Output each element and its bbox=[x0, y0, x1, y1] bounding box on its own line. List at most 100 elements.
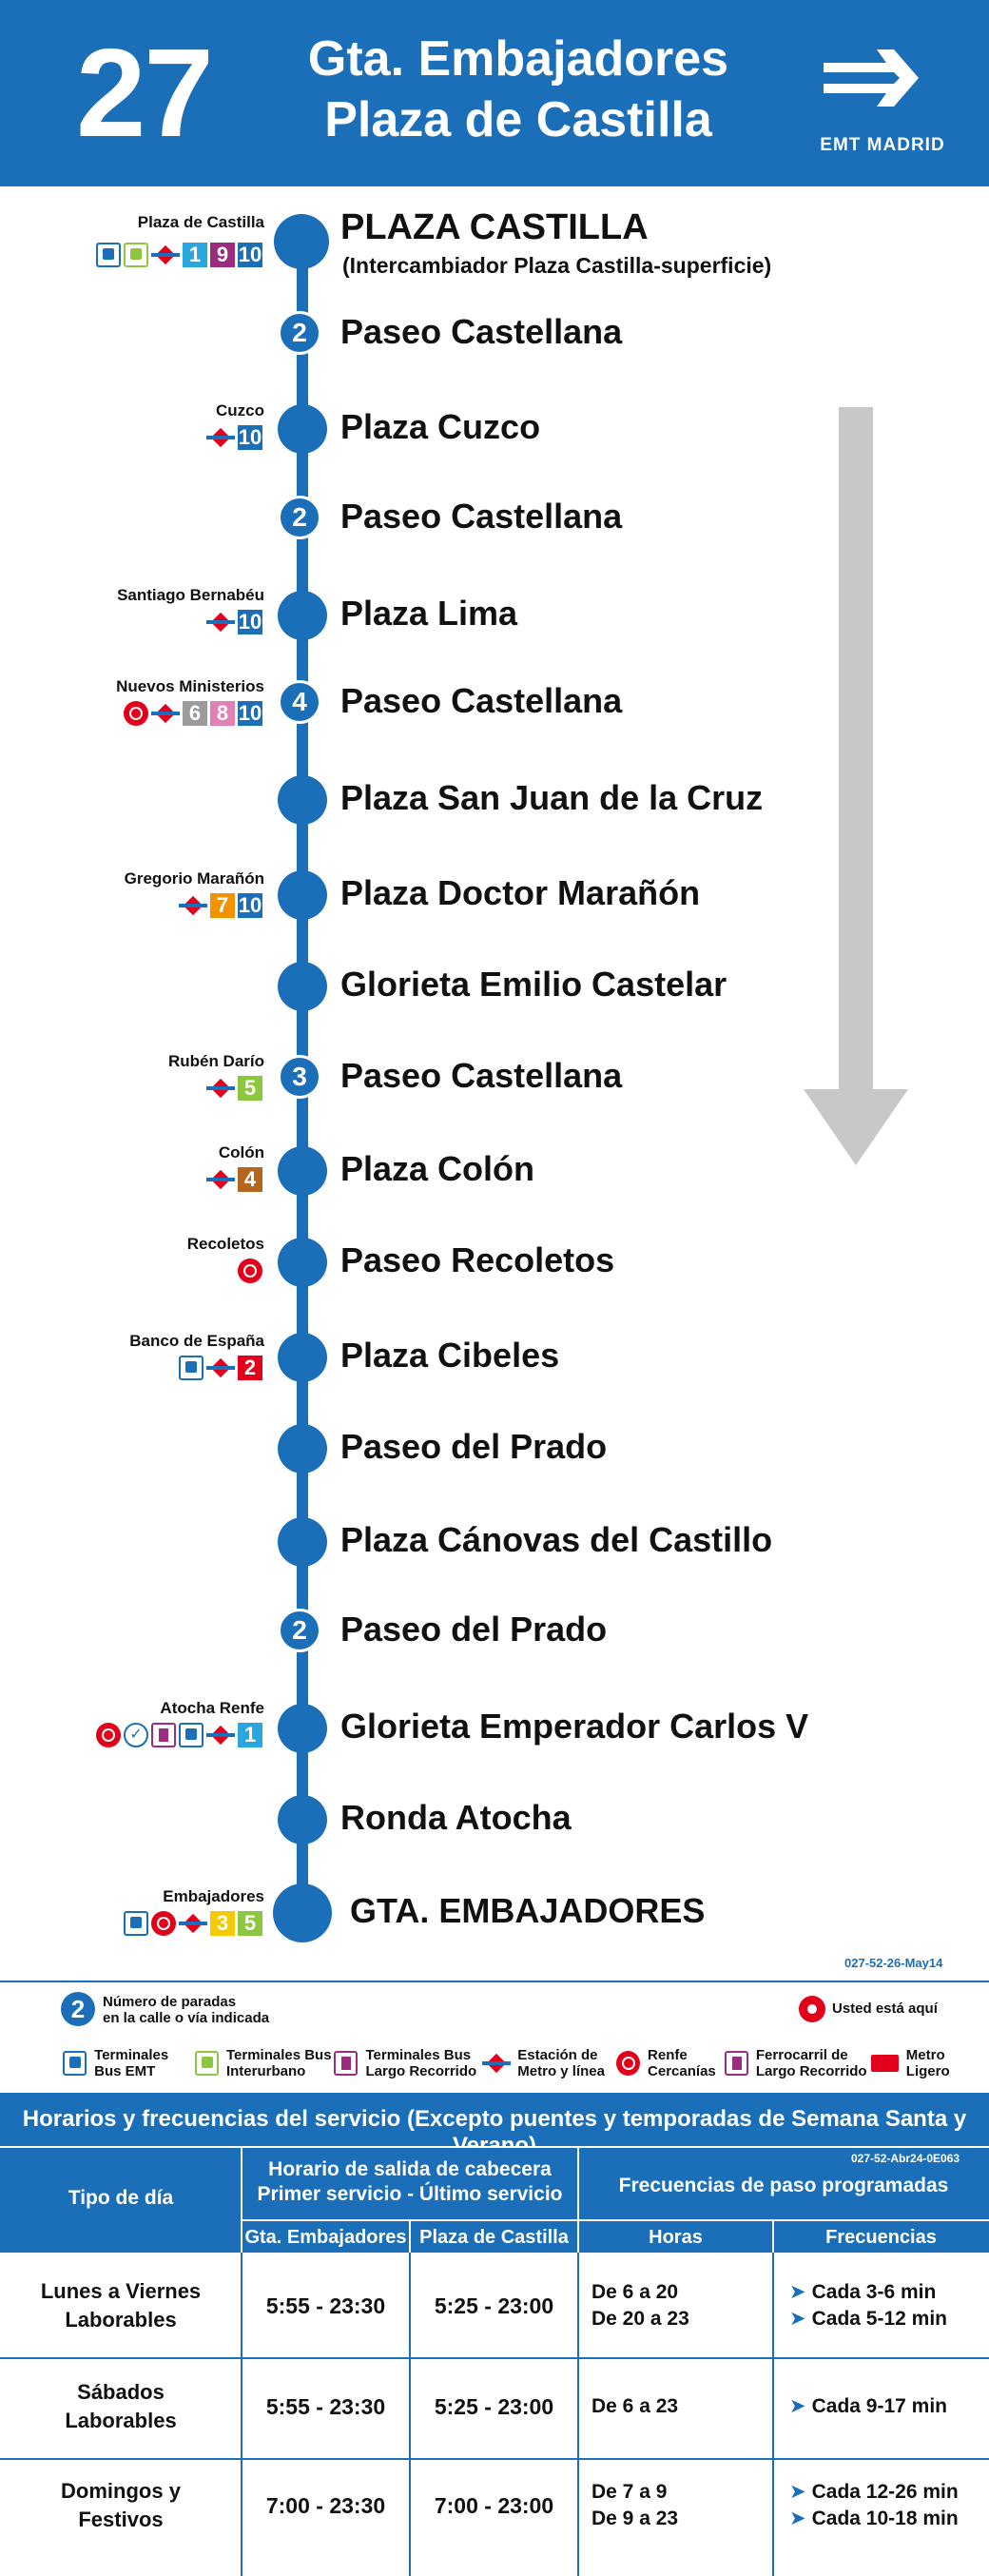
legend-text-line: Renfe bbox=[648, 2047, 688, 2063]
stop-dot bbox=[278, 1238, 327, 1287]
stop-name: Paseo Recoletos bbox=[340, 1240, 615, 1279]
metro-line-badge: 10 bbox=[238, 425, 262, 450]
freq-text: Cada 3-6 min bbox=[811, 2281, 937, 2303]
time-embajadores: 7:00 - 23:30 bbox=[265, 2493, 386, 2518]
stop-dot bbox=[278, 1517, 327, 1567]
stop-dot bbox=[278, 775, 327, 825]
legend-item: Metro Ligero bbox=[905, 2047, 950, 2079]
destination-line-1: Gta. Embajadores bbox=[307, 31, 729, 87]
col-header: Horario de salida de cabecera Primer ser… bbox=[242, 2157, 578, 2207]
freq-text: Cada 5-12 min bbox=[811, 2308, 947, 2330]
arrow-right-icon: ➤ bbox=[789, 2308, 806, 2330]
schedule-table-header bbox=[0, 2148, 989, 2253]
stop-name: Plaza Cibeles bbox=[340, 1336, 560, 1375]
schedule-divider bbox=[0, 2146, 989, 2148]
stop-name: Glorieta Emilio Castelar bbox=[340, 965, 727, 1004]
freq-line: ➤Cada 9-17 min bbox=[789, 2393, 947, 2420]
direction-arrow-head-icon bbox=[804, 1089, 908, 1165]
metro-line-badge: 3 bbox=[210, 1911, 235, 1936]
hours-cell: De 6 a 23 bbox=[591, 2393, 678, 2420]
legend-text-line: Terminales bbox=[94, 2047, 169, 2063]
day-type-line: Domingos y bbox=[61, 2479, 181, 2503]
legend-divider bbox=[0, 1981, 989, 1982]
arrow-right-icon: ➤ bbox=[789, 2395, 806, 2417]
freq-text: Cada 12-26 min bbox=[811, 2481, 959, 2503]
hours-line: De 6 a 20 bbox=[591, 2281, 679, 2303]
legend-text-line: Terminales Bus bbox=[365, 2047, 472, 2063]
hours-line: De 20 a 23 bbox=[591, 2308, 689, 2330]
freq-cell: ➤Cada 12-26 min ➤Cada 10-18 min bbox=[789, 2479, 959, 2532]
stop-count-badge: 2 bbox=[278, 311, 321, 355]
freq-cell: ➤Cada 3-6 min ➤Cada 5-12 min bbox=[789, 2279, 947, 2332]
legend-text-line: Largo Recorrido bbox=[755, 2063, 867, 2079]
connection-label: Nuevos Ministerios bbox=[116, 677, 264, 695]
legend-stops-count-text: Número de paradas en la calle o vía indi… bbox=[103, 1994, 269, 2026]
connection-icons: 10 bbox=[206, 609, 262, 635]
col-header-line: Horario de salida de cabecera bbox=[268, 2158, 552, 2180]
table-row: Domingos y Festivos bbox=[0, 2477, 242, 2534]
legend-text-line: Número de paradas bbox=[103, 1994, 237, 2010]
metro-icon bbox=[206, 428, 235, 447]
table-grid-line bbox=[0, 2357, 989, 2359]
metro-line-badge: 1 bbox=[183, 243, 207, 267]
col-frecuencias: Frecuencias bbox=[825, 2227, 937, 2248]
time-embajadores: 5:55 - 23:30 bbox=[265, 2293, 386, 2318]
table-grid-line bbox=[577, 2253, 579, 2576]
stop-count-badge: 4 bbox=[278, 680, 321, 724]
connection-icons bbox=[238, 1258, 262, 1284]
renfe-cercanias-icon bbox=[96, 1723, 121, 1747]
metro-icon bbox=[179, 1914, 207, 1933]
legend-text-line: Metro y línea bbox=[517, 2063, 605, 2079]
arrow-right-icon: ➤ bbox=[789, 2281, 806, 2303]
hours-line: De 9 a 23 bbox=[591, 2508, 679, 2529]
stop-name: Plaza Cuzco bbox=[340, 407, 541, 446]
freq-line: ➤Cada 3-6 min bbox=[789, 2279, 947, 2306]
time-castilla: 5:25 - 23:00 bbox=[434, 2293, 554, 2318]
connection-icons: ✓ 1 bbox=[96, 1722, 262, 1748]
metro-line-badge: 6 bbox=[183, 701, 207, 726]
metro-icon bbox=[206, 1170, 235, 1189]
hours-cell: De 6 a 20 De 20 a 23 bbox=[591, 2279, 689, 2332]
stop-name: Paseo Castellana bbox=[340, 312, 623, 351]
stop-name: Paseo Castellana bbox=[340, 1056, 623, 1095]
legend-text-line: Terminales Bus bbox=[225, 2047, 332, 2063]
hours-line: De 6 a 23 bbox=[591, 2395, 679, 2417]
metro-line-badge: 4 bbox=[238, 1167, 262, 1192]
connection-icons: 3 5 bbox=[124, 1910, 262, 1937]
stop-name: Glorieta Emperador Carlos V bbox=[340, 1707, 809, 1746]
time-castilla: 5:25 - 23:00 bbox=[434, 2394, 554, 2419]
freq-cell: ➤Cada 9-17 min bbox=[789, 2393, 947, 2420]
metro-icon bbox=[206, 1726, 235, 1745]
legend-text-line: en la calle o vía indicada bbox=[103, 2010, 270, 2026]
metro-line-badge: 10 bbox=[238, 893, 262, 918]
arrow-right-icon: ➤ bbox=[789, 2508, 806, 2529]
col-day-type: Tipo de día bbox=[68, 2187, 174, 2209]
emt-bus-terminal-icon bbox=[179, 1723, 204, 1747]
connection-label: Embajadores bbox=[163, 1887, 264, 1905]
legend-text-line: Estación de bbox=[517, 2047, 598, 2063]
legend-text-line: Interurbano bbox=[225, 2063, 306, 2079]
connection-icons: 5 bbox=[206, 1075, 262, 1102]
ave-icon: ✓ bbox=[124, 1723, 148, 1747]
metro-line-badge: 5 bbox=[238, 1911, 262, 1936]
metro-ligero-icon bbox=[870, 2055, 899, 2072]
connection-icons: 2 bbox=[179, 1355, 262, 1381]
stop-dot bbox=[278, 1333, 327, 1382]
metro-line-badge: 9 bbox=[210, 243, 235, 267]
legend-you-are-here: Usted está aquí bbox=[832, 2000, 938, 2017]
stop-dot bbox=[278, 1146, 327, 1196]
metro-icon bbox=[206, 1079, 235, 1098]
arrow-right-icon: ➤ bbox=[789, 2481, 806, 2503]
table-grid-line bbox=[772, 2253, 774, 2576]
stop-dot bbox=[278, 591, 327, 640]
table-grid-line bbox=[241, 2219, 989, 2221]
day-type-line: Laborables bbox=[65, 2409, 177, 2432]
document-code: 027-52-26-May14 bbox=[844, 1956, 943, 1970]
stop-name: GTA. EMBAJADORES bbox=[350, 1891, 706, 1930]
connection-icons: 10 bbox=[206, 424, 262, 451]
metro-line-badge: 7 bbox=[210, 893, 235, 918]
legend-text-line: Ferrocarril de bbox=[755, 2047, 848, 2063]
connection-icons: 4 bbox=[206, 1166, 262, 1193]
stop-name: PLAZA CASTILLA bbox=[340, 207, 649, 247]
